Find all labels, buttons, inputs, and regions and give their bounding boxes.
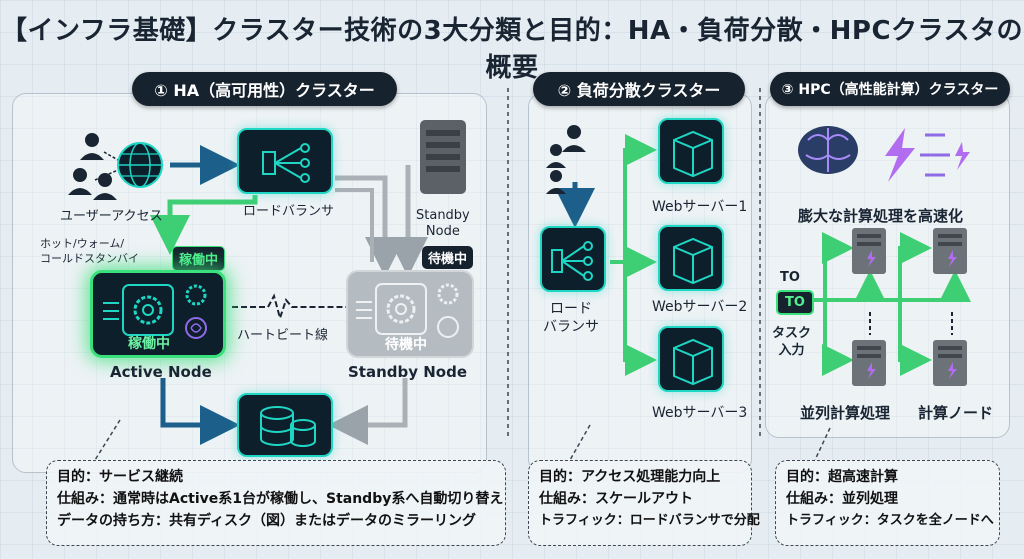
hpc-header: ③ HPC（高性能計算）クラスター — [770, 72, 1010, 106]
active-node — [90, 270, 226, 358]
web-server-1-label: Webサーバー1 — [652, 199, 748, 215]
ha-load-balancer-label: ロードバランサ — [243, 204, 335, 219]
hpc-info-traffic: トラフィック：タスクを全ノードへ — [786, 513, 994, 528]
ha-info-box: 目的：サービス継続 仕組み：通常時はActive系1台が稼働し、Standby系… — [46, 460, 506, 546]
heartbeat-label: ハートビート線 — [237, 328, 329, 343]
lb-info-purpose: 目的：アクセス処理能力向上 — [539, 469, 721, 485]
standby-node-inner-label: 待機中 — [385, 337, 427, 353]
branch-icon — [262, 143, 310, 183]
page-title: 【インフラ基礎】クラスター技術の3大分類と目的：HA・負荷分散・HPCクラスタの… — [0, 16, 1024, 83]
hpc-info-mechanism: 仕組み：並列処理 — [786, 491, 898, 507]
web-server-1 — [658, 118, 724, 184]
hpc-caption: 膨大な計算処理を高速化 — [798, 207, 964, 225]
server-icon — [673, 237, 713, 285]
ha-info-purpose: 目的：サービス継続 — [57, 469, 183, 485]
active-badge: 稼働中 — [172, 246, 226, 271]
active-node-inner-label: 稼働中 — [128, 336, 170, 352]
compute-node-label: 計算ノード — [918, 404, 994, 422]
user-access-label: ユーザーアクセス — [60, 209, 163, 224]
standby-node-label: Standby Node — [348, 363, 468, 381]
lb-info-box: 目的：アクセス処理能力向上 仕組み：スケールアウト トラフィック：ロードバランサ… — [528, 460, 760, 546]
gear-icon — [356, 283, 459, 338]
ha-header: ① HA（高可用性）クラスター — [132, 72, 397, 106]
hpc-info-box: 目的：超高速計算 仕組み：並列処理 トラフィック：タスクを全ノードへ — [775, 460, 1000, 546]
ha-info-data: データの持ち方：共有ディスク（図）またはデータのミラーリング — [57, 513, 477, 529]
gear-icon — [103, 284, 207, 339]
standby-node-caption: Standby Node — [416, 208, 470, 239]
web-server-2 — [658, 225, 724, 291]
task-input-label: タスク 入力 — [772, 326, 812, 358]
branch-icon — [551, 241, 593, 281]
shared-database — [237, 393, 333, 457]
lb-header: ② 負荷分散クラスター — [533, 72, 745, 106]
ha-load-balancer — [237, 128, 333, 194]
lb-info-mechanism: 仕組み：スケールアウト — [539, 491, 693, 507]
database-icon — [260, 406, 316, 447]
lb-load-balancer-label: ロード バランサ — [543, 301, 599, 335]
web-server-3 — [658, 326, 724, 392]
to-box: TO — [776, 290, 814, 315]
server-icon — [673, 130, 713, 178]
standby-node — [346, 270, 474, 358]
parallel-label: 並列計算処理 — [800, 404, 891, 422]
to-label: TO — [780, 270, 800, 285]
web-server-3-label: Webサーバー3 — [652, 405, 748, 421]
server-icon — [673, 338, 713, 386]
hpc-info-purpose: 目的：超高速計算 — [786, 469, 898, 485]
web-server-2-label: Webサーバー2 — [652, 299, 748, 315]
standby-badge: 待機中 — [422, 246, 474, 269]
active-node-label: Active Node — [110, 363, 212, 381]
lb-info-traffic: トラフィック：ロードバランサで分配 — [539, 513, 760, 528]
hot-warm-cold-label: ホット/ウォーム/ コールドスタンバイ — [40, 237, 139, 265]
ha-info-mechanism: 仕組み：通常時はActive系1台が稼働し、Standby系へ自動切り替え — [57, 491, 504, 507]
lb-load-balancer — [540, 226, 606, 292]
